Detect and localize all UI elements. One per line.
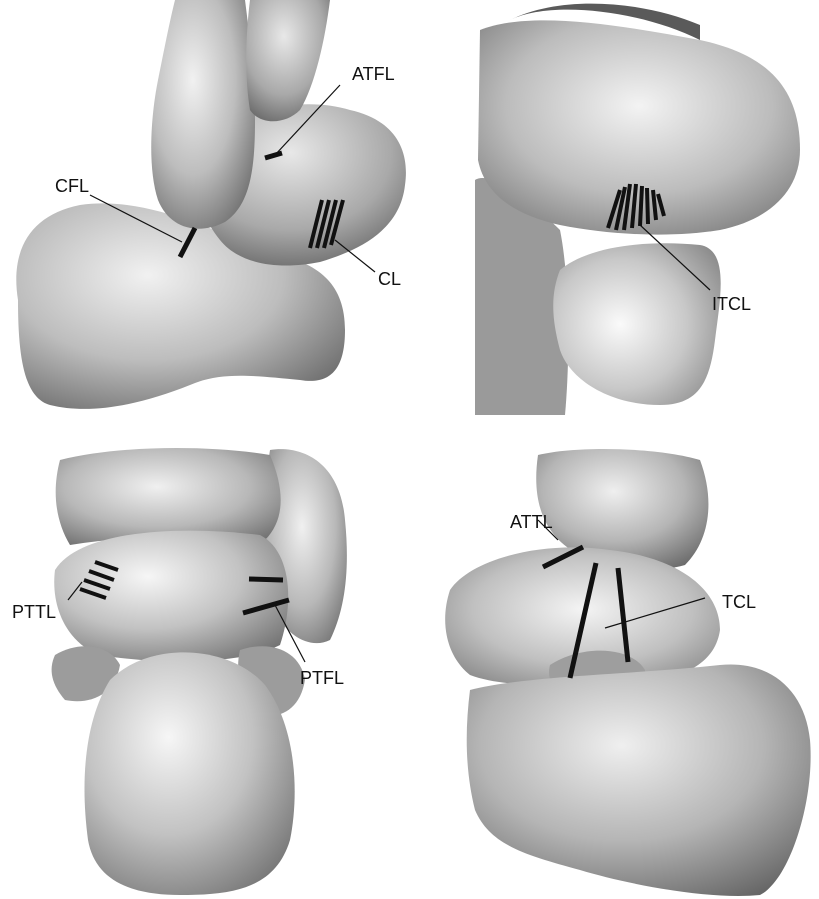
panel-medial-view: ATTL TCL [430, 440, 819, 899]
posterior-ankle-full-render: PTTL PTFL [0, 440, 410, 899]
talus-bone [553, 243, 720, 405]
label-itcl: ITCL [712, 294, 751, 314]
label-pttl: PTTL [12, 602, 56, 622]
label-cl: CL [378, 269, 401, 289]
panel-lateral-view: ATFL CFL CL [0, 0, 410, 420]
posterior-ankle-render: ITCL [470, 0, 819, 420]
medial-ankle-render: ATTL TCL [430, 440, 819, 899]
ptfl-ligament-upper [249, 579, 283, 580]
label-tcl: TCL [722, 592, 756, 612]
label-atfl: ATFL [352, 64, 395, 84]
tibia-bone [56, 448, 281, 545]
label-cfl: CFL [55, 176, 89, 196]
lateral-ankle-render: ATFL CFL CL [0, 0, 410, 420]
calcaneus-bone [467, 664, 811, 896]
panel-posterior-close-view: ITCL [470, 0, 819, 420]
tibia-bone [478, 20, 800, 234]
calcaneus-bone [84, 652, 294, 895]
fibula-bone [151, 0, 255, 229]
talus-bone [54, 531, 288, 662]
tibia-bone [246, 0, 330, 121]
label-attl: ATTL [510, 512, 553, 532]
label-ptfl: PTFL [300, 668, 344, 688]
panel-posterior-view: PTTL PTFL [0, 440, 410, 899]
